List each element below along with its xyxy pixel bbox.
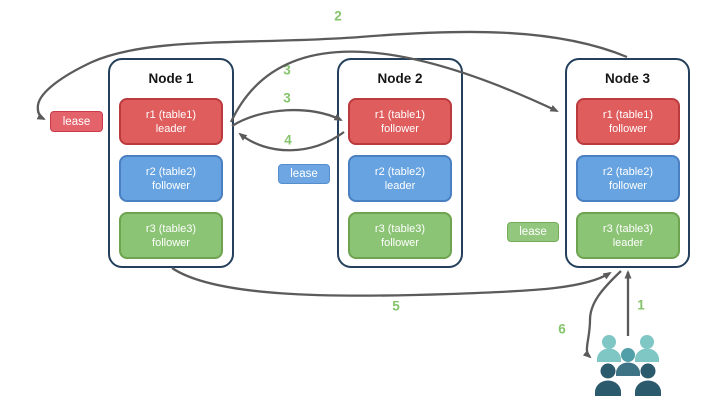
replica-role: leader <box>612 236 644 249</box>
replica-name: r2 (table2) <box>602 165 654 178</box>
node-3-box: Node 3 r1 (table1) follower r2 (table2) … <box>565 58 690 268</box>
node-2-box: Node 2 r1 (table1) follower r2 (table2) … <box>337 58 463 268</box>
step-label-5: 5 <box>392 298 400 314</box>
replica-role: leader <box>384 179 416 192</box>
node-3-title: Node 3 <box>604 71 650 86</box>
lease-tag-green: lease <box>507 222 559 242</box>
replica-name: r3 (table3) <box>602 222 654 235</box>
replica-name: r1 (table1) <box>374 108 426 121</box>
replica-name: r1 (table1) <box>602 108 654 121</box>
step-label-1: 1 <box>637 297 645 313</box>
replica-role: follower <box>381 236 419 249</box>
replica-name: r1 (table1) <box>145 108 197 121</box>
node-2-title: Node 2 <box>377 71 423 86</box>
replica-role: leader <box>155 122 187 135</box>
lease-tag-red: lease <box>50 111 103 132</box>
replica-role: follower <box>381 122 419 135</box>
step-label-2: 2 <box>334 8 342 24</box>
users-group-icon <box>595 335 661 396</box>
replica-name: r3 (table3) <box>145 222 197 235</box>
replica-name: r2 (table2) <box>374 165 426 178</box>
step-label-6: 6 <box>558 321 566 337</box>
step-label-4: 4 <box>284 132 292 148</box>
node3-replica-r1: r1 (table1) follower <box>576 98 680 145</box>
step-label-3b: 3 <box>283 90 291 106</box>
node2-replica-r3: r3 (table3) follower <box>348 212 452 259</box>
node3-replica-r3: r3 (table3) leader <box>576 212 680 259</box>
arrow-step-3-node1-to-node2 <box>231 108 343 127</box>
replica-role: follower <box>152 236 190 249</box>
replica-role: follower <box>609 122 647 135</box>
node2-replica-r1: r1 (table1) follower <box>348 98 452 145</box>
replica-role: follower <box>609 179 647 192</box>
replica-name: r2 (table2) <box>145 165 197 178</box>
lease-tag-blue: lease <box>278 164 330 184</box>
node3-replica-r2: r2 (table2) follower <box>576 155 680 202</box>
node1-replica-r2: r2 (table2) follower <box>119 155 223 202</box>
node1-replica-r1: r1 (table1) leader <box>119 98 223 145</box>
replica-role: follower <box>152 179 190 192</box>
replica-name: r3 (table3) <box>374 222 426 235</box>
arrow-step-6-node3-to-clients <box>582 270 622 359</box>
step-label-3a: 3 <box>283 62 291 78</box>
arrow-step-5-node1-to-node3 <box>171 267 612 297</box>
node-1-title: Node 1 <box>148 71 194 86</box>
node2-replica-r2: r2 (table2) leader <box>348 155 452 202</box>
node-1-box: Node 1 r1 (table1) leader r2 (table2) fo… <box>108 58 234 268</box>
node1-replica-r3: r3 (table3) follower <box>119 212 223 259</box>
